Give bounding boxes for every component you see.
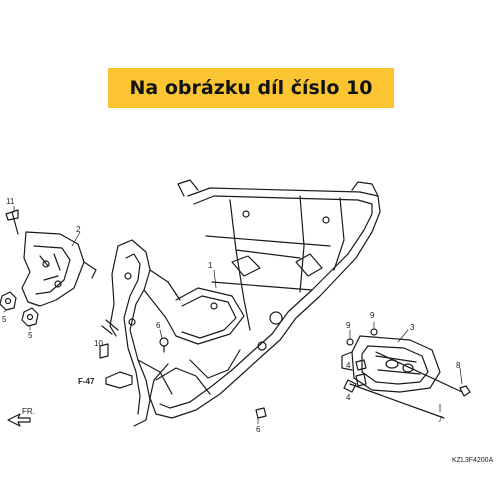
part-10-clip <box>99 343 109 359</box>
callout-8: 8 <box>456 361 461 370</box>
callout-5b: 5 <box>28 331 33 340</box>
diagram-code: KZL3F4200A <box>452 457 494 464</box>
bolt-part-11 <box>5 209 19 235</box>
callout-9a: 9 <box>346 321 351 330</box>
title-banner: Na obrázku díl číslo 10 <box>108 68 394 108</box>
main-frame <box>149 179 381 419</box>
leader-lines <box>3 205 463 425</box>
callout-4b: 4 <box>346 393 351 402</box>
nut-part-5a <box>0 291 17 311</box>
reference-arrow <box>105 371 133 389</box>
nut-part-5b <box>21 307 39 327</box>
reference-label: F-47 <box>78 377 95 386</box>
callout-3: 3 <box>410 323 415 332</box>
bolt-part-7 <box>343 379 445 419</box>
bolt-part-8 <box>375 351 471 397</box>
nut-part-9 <box>346 328 378 346</box>
engine-hanger-part-3 <box>341 335 441 393</box>
collar-part-4 <box>355 359 367 387</box>
bolt-part-6a <box>159 337 169 353</box>
callout-9b: 9 <box>370 311 375 320</box>
callout-5a: 5 <box>2 315 7 324</box>
bracket-part-2 <box>21 231 97 307</box>
front-label: FR. <box>22 407 35 416</box>
callout-6b: 6 <box>256 425 261 434</box>
callout-7: 7 <box>438 415 443 424</box>
callout-2: 2 <box>76 225 81 234</box>
front-direction-arrow-icon <box>7 413 31 427</box>
callout-10: 10 <box>94 339 103 348</box>
callout-11: 11 <box>6 197 15 206</box>
callout-4a: 4 <box>346 361 351 370</box>
bolt-part-6b <box>255 407 267 419</box>
banner-text: Na obrázku díl číslo 10 <box>129 77 373 99</box>
callout-1: 1 <box>208 261 213 270</box>
callout-6a: 6 <box>156 321 161 330</box>
head-pipe-assembly <box>101 239 181 427</box>
